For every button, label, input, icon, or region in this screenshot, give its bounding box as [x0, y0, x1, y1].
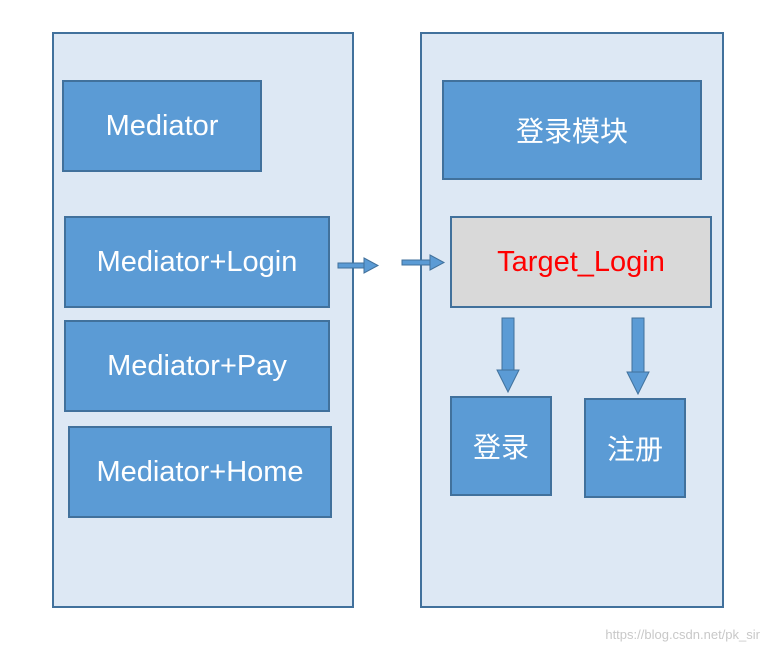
- down-arrow-login: [496, 317, 520, 394]
- target-login-box: Target_Login: [450, 216, 712, 308]
- mediator-login-box: Mediator+Login: [64, 216, 330, 308]
- login-box: 登录: [450, 396, 552, 496]
- right-arrow-left: [337, 257, 380, 274]
- watermark-text: https://blog.csdn.net/pk_sir: [605, 627, 760, 642]
- mediator-box: Mediator: [62, 80, 262, 172]
- right-arrow-right: [401, 254, 446, 271]
- down-arrow-register: [626, 317, 650, 396]
- mediator-pay-box: Mediator+Pay: [64, 320, 330, 412]
- mediator-home-box: Mediator+Home: [68, 426, 332, 518]
- login-module-box: 登录模块: [442, 80, 702, 180]
- register-box: 注册: [584, 398, 686, 498]
